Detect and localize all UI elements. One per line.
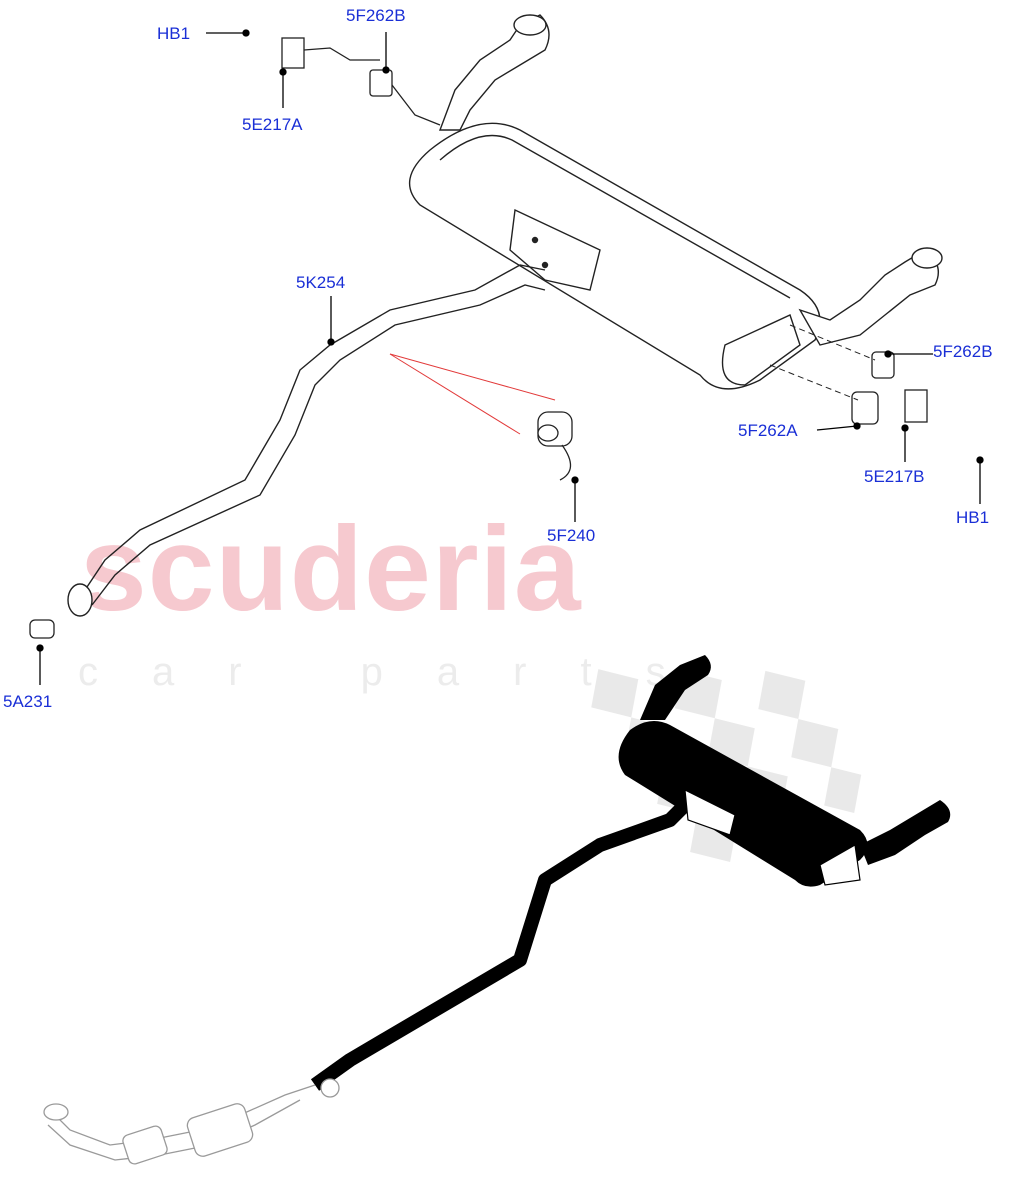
callout-5f262b-top[interactable]: 5F262B — [346, 6, 406, 25]
watermark-brand: scuderia — [80, 502, 582, 636]
watermark-subtitle: car parts — [78, 650, 720, 694]
alignment-lines — [769, 324, 876, 401]
callout-hb1-top[interactable]: HB1 — [157, 24, 191, 43]
callout-hb1-right[interactable]: HB1 — [956, 508, 990, 527]
muffler-assembly — [408, 14, 943, 390]
hanger-parts — [29, 37, 928, 639]
overview-assembly — [43, 655, 951, 1165]
callout-5f240[interactable]: 5F240 — [547, 526, 596, 545]
front-pipe — [67, 264, 546, 617]
reference-lines — [389, 353, 556, 435]
callout-5a231[interactable]: 5A231 — [3, 692, 53, 711]
leader-lines — [36, 29, 984, 685]
callout-5e217a[interactable]: 5E217A — [242, 115, 303, 134]
callout-5e217b[interactable]: 5E217B — [864, 467, 925, 486]
callout-5f262a[interactable]: 5F262A — [738, 421, 798, 440]
callout-5f262b-right[interactable]: 5F262B — [933, 342, 993, 361]
callout-5k254[interactable]: 5K254 — [296, 273, 346, 292]
